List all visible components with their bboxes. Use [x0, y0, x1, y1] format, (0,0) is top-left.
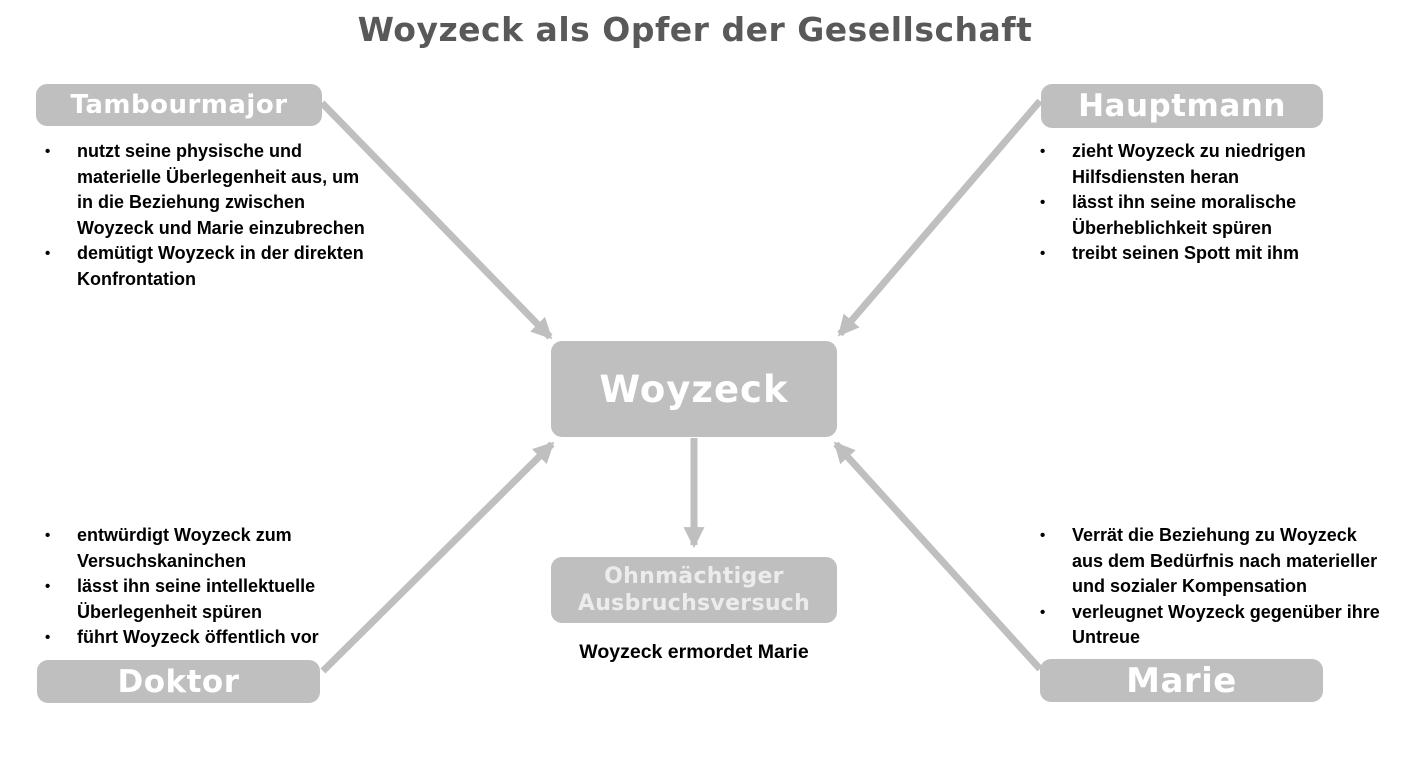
- node-label: Tambourmajor: [70, 90, 288, 120]
- caption-text: Woyzeck ermordet Marie: [579, 641, 809, 663]
- page-title: Woyzeck als Opfer der Gesellschaft: [357, 10, 1033, 49]
- bullet-text: lässt ihn seine moralische Überheblichke…: [1072, 192, 1297, 238]
- bullet-item: Verrät die Beziehung zu Woyzeck aus dem …: [1032, 523, 1400, 600]
- node-label: Doktor: [117, 663, 240, 700]
- bullet-text: demütigt Woyzeck in der direkten Konfron…: [77, 243, 364, 289]
- node-label: Marie: [1126, 660, 1237, 701]
- node-hauptmann: Hauptmann: [1041, 84, 1323, 128]
- bullet-item: verleugnet Woyzeck gegenüber ihre Untreu…: [1032, 600, 1400, 651]
- node-label: Ohnmächtiger Ausbruchsversuch: [577, 564, 811, 616]
- bullet-item: lässt ihn seine intellektuelle Überlegen…: [37, 574, 389, 625]
- bullet-text: nutzt seine physische und materielle Übe…: [77, 141, 365, 238]
- node-label: Hauptmann: [1078, 88, 1286, 124]
- node-doktor: Doktor: [37, 660, 320, 703]
- bullet-item: führt Woyzeck öffentlich vor: [37, 625, 389, 651]
- bullet-text: zieht Woyzeck zu niedrigen Hilfsdiensten…: [1072, 141, 1306, 187]
- bullet-text: lässt ihn seine intellektuelle Überlegen…: [77, 576, 316, 622]
- bullet-text: Verrät die Beziehung zu Woyzeck aus dem …: [1072, 525, 1378, 596]
- arrow-hauptmann-to-woyzeck: [837, 98, 1043, 337]
- bullet-text: führt Woyzeck öffentlich vor: [77, 627, 319, 647]
- bullet-item: nutzt seine physische und materielle Übe…: [37, 139, 389, 241]
- bullet-item: lässt ihn seine moralische Überheblichke…: [1032, 190, 1377, 241]
- bullet-item: treibt seinen Spott mit ihm: [1032, 241, 1377, 267]
- bullet-list-marie: Verrät die Beziehung zu Woyzeck aus dem …: [1032, 523, 1400, 651]
- node-outcome: Ohnmächtiger Ausbruchsversuch: [551, 557, 837, 623]
- bullet-text: verleugnet Woyzeck gegenüber ihre Untreu…: [1072, 601, 1380, 648]
- bullet-list-doktor: entwürdigt Woyzeck zum Versuchskaninchen…: [37, 523, 389, 651]
- node-marie: Marie: [1040, 659, 1323, 702]
- arrow-marie-to-woyzeck: [833, 441, 1043, 672]
- bullet-list-tambourmajor: nutzt seine physische und materielle Übe…: [37, 139, 389, 292]
- node-tambourmajor: Tambourmajor: [36, 84, 322, 126]
- bullet-text: entwürdigt Woyzeck zum Versuchskaninchen: [77, 525, 292, 571]
- bullet-list-hauptmann: zieht Woyzeck zu niedrigen Hilfsdiensten…: [1032, 139, 1377, 267]
- bullet-item: entwürdigt Woyzeck zum Versuchskaninchen: [37, 523, 389, 574]
- bullet-item: zieht Woyzeck zu niedrigen Hilfsdiensten…: [1032, 139, 1377, 190]
- bullet-item: demütigt Woyzeck in der direkten Konfron…: [37, 241, 389, 292]
- bullet-text: treibt seinen Spott mit ihm: [1072, 243, 1300, 263]
- node-woyzeck: Woyzeck: [551, 341, 837, 437]
- node-label: Woyzeck: [599, 367, 789, 411]
